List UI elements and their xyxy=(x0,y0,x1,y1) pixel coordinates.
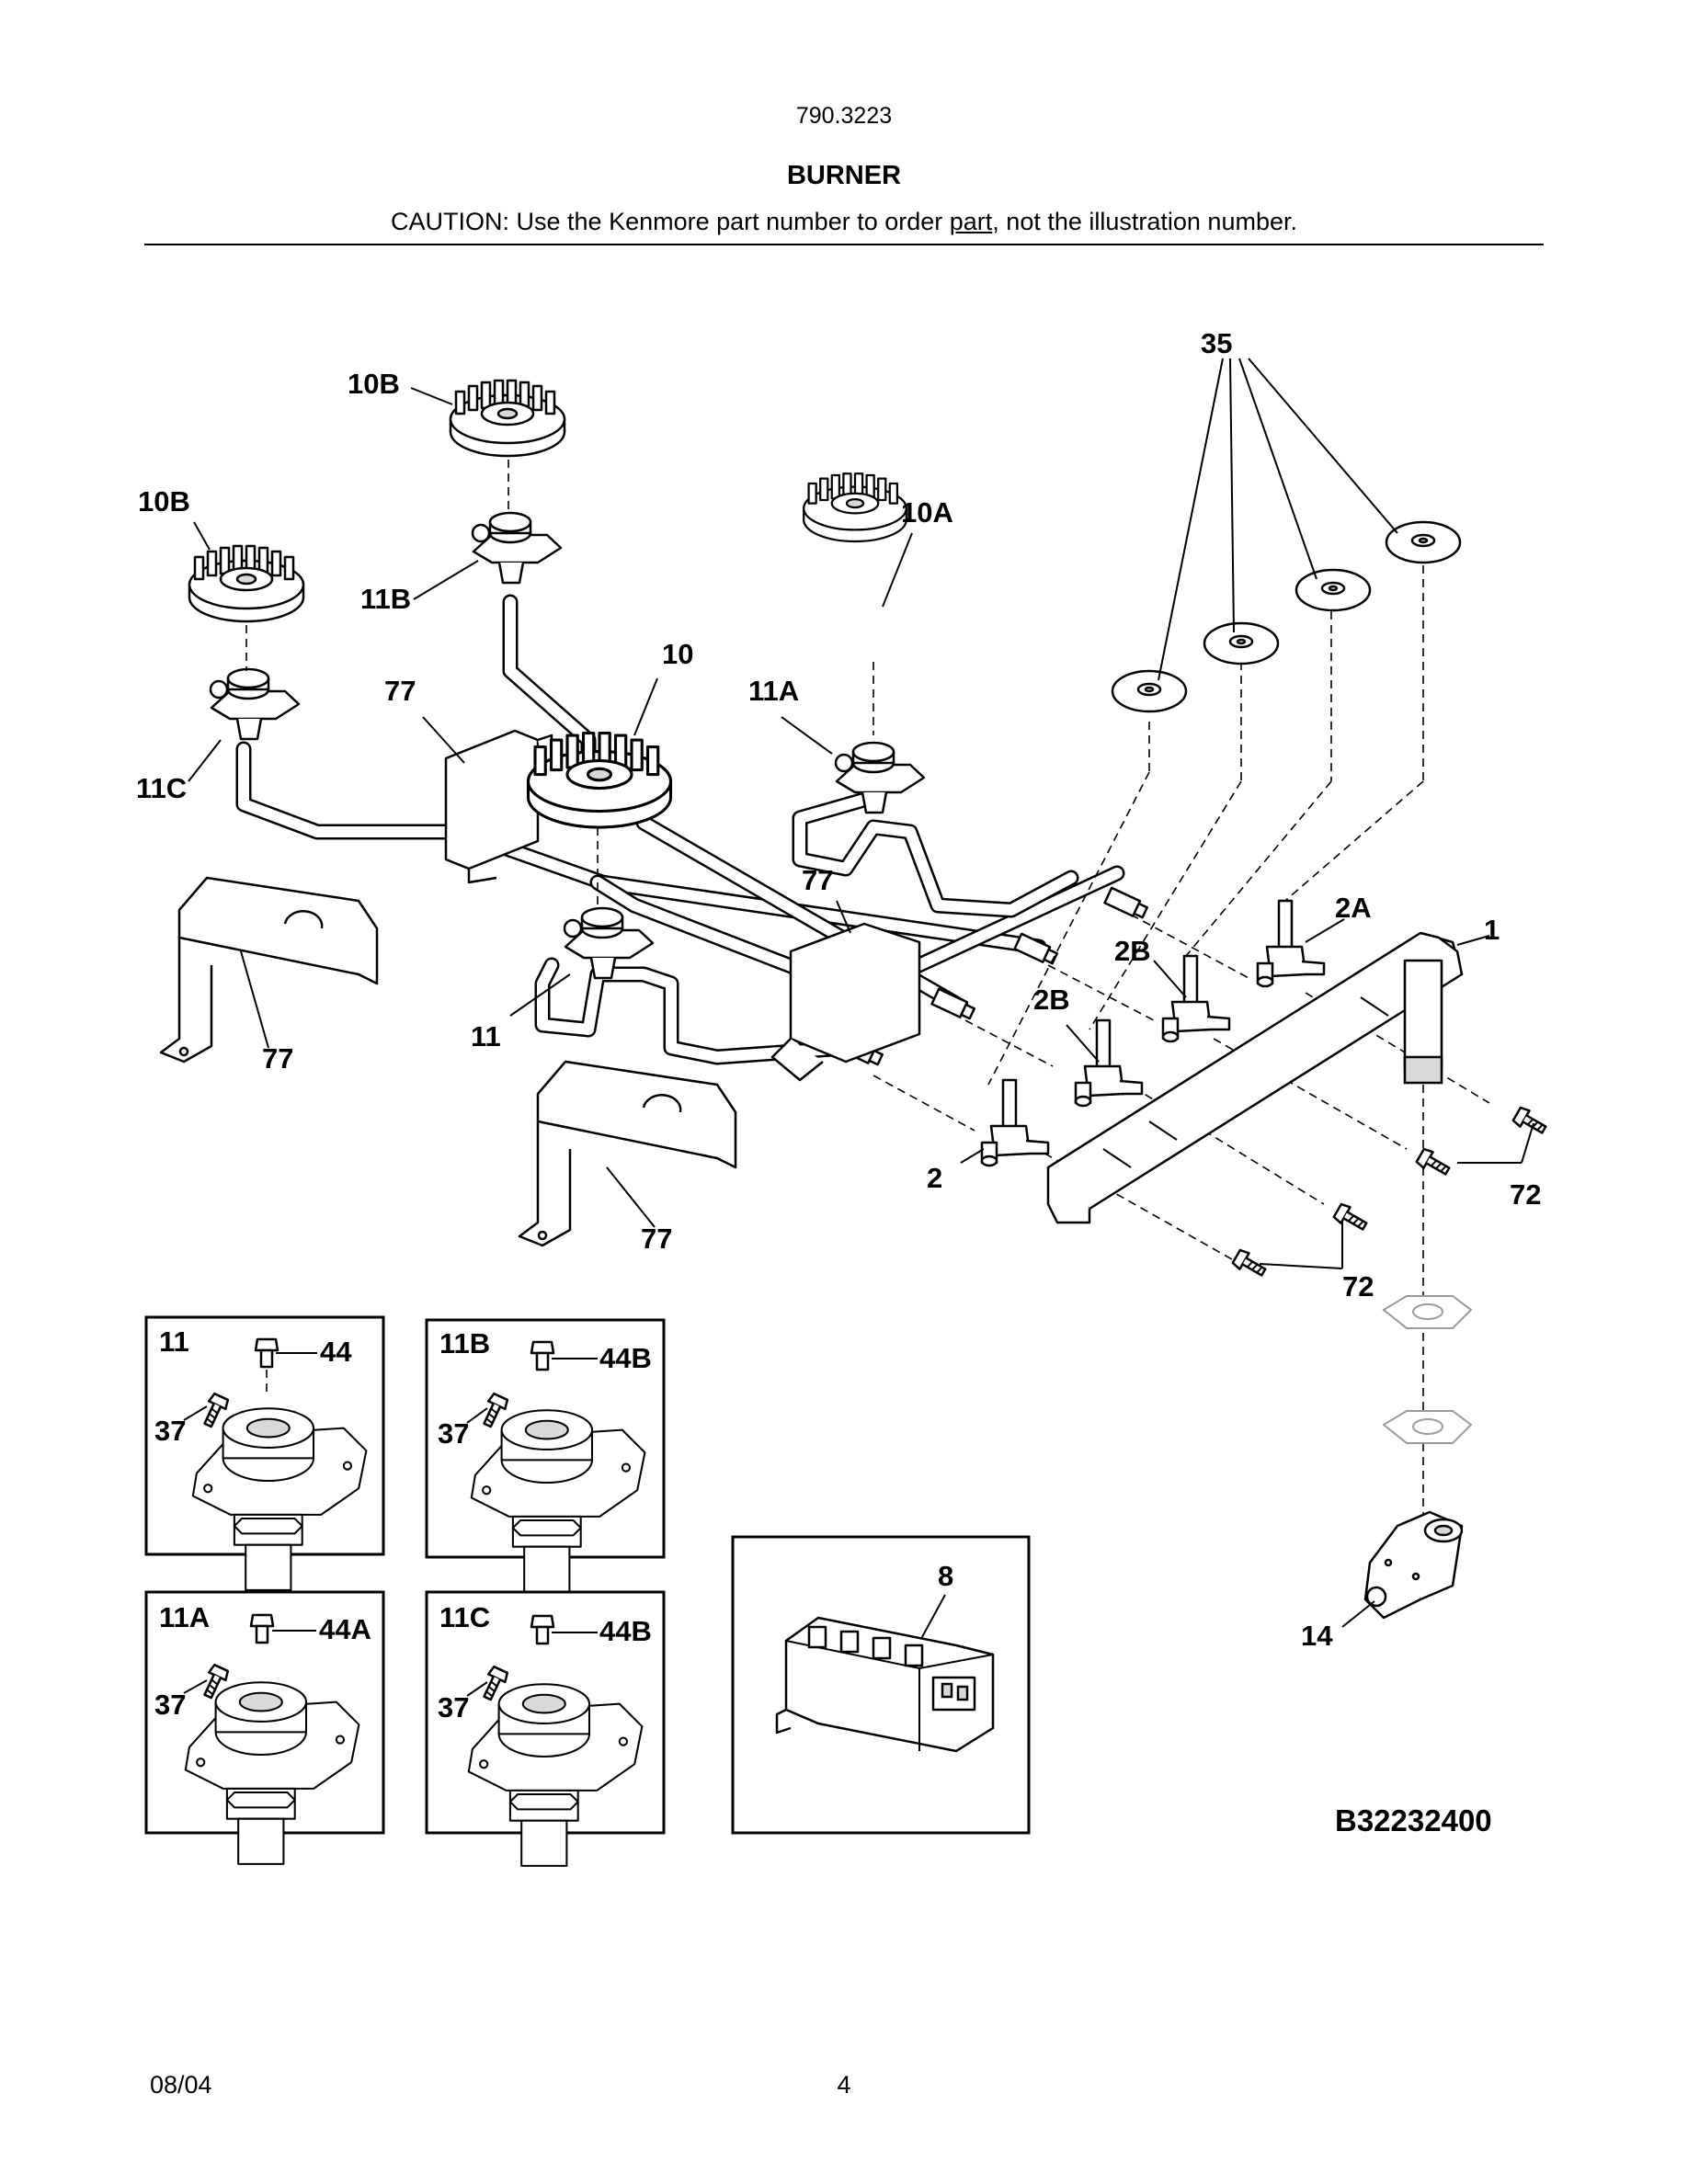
callout-11b: 11B xyxy=(360,583,411,615)
callout-11: 11 xyxy=(471,1020,501,1052)
callout-10b-left: 10B xyxy=(138,485,190,518)
screw-72-c xyxy=(1331,1201,1371,1235)
callout-72-bottom: 72 xyxy=(1342,1270,1374,1302)
callout-8: 8 xyxy=(938,1560,953,1592)
callout-35: 35 xyxy=(1201,327,1232,359)
model-number: 790.3223 xyxy=(795,103,893,129)
valve-2 xyxy=(980,1078,1050,1167)
detail-box-11a: 11A 44A 37 xyxy=(144,1590,385,1865)
burner-base-11b xyxy=(471,511,563,585)
spark-module xyxy=(775,1616,995,1753)
detail-11a-orifice-label: 44A xyxy=(319,1613,371,1645)
detail-11b-label: 11B xyxy=(439,1327,490,1359)
valve-2b-right xyxy=(1161,954,1231,1043)
detail-11c-screw-label: 37 xyxy=(438,1691,469,1723)
detail-11-label: 11 xyxy=(159,1325,189,1358)
detail-11b-screw-label: 37 xyxy=(438,1417,469,1450)
caution-underlined-word: part xyxy=(949,208,993,235)
callout-1: 1 xyxy=(1484,914,1500,946)
callout-2b-right: 2B xyxy=(1114,935,1151,967)
cap-35-c xyxy=(1295,568,1372,612)
callout-2: 2 xyxy=(927,1162,942,1194)
gasket-upper xyxy=(1382,1295,1473,1329)
callout-77-bottom: 77 xyxy=(641,1223,672,1255)
callout-72-right: 72 xyxy=(1510,1178,1541,1211)
callout-2b-left: 2B xyxy=(1033,984,1070,1016)
detail-11a-label: 11A xyxy=(159,1601,210,1633)
tube-fittings xyxy=(838,886,1148,1066)
callout-10: 10 xyxy=(662,638,693,670)
detail-box-11c: 11C 44B 37 xyxy=(425,1590,666,1867)
detail-11c-label: 11C xyxy=(439,1601,490,1633)
manifold-1 xyxy=(1046,931,1464,1224)
valve-2a xyxy=(1256,899,1326,988)
detail-box-11b: 11B 44B 37 xyxy=(425,1318,666,1593)
burner-head-10b-top xyxy=(449,379,566,458)
cap-35-b xyxy=(1203,621,1280,665)
caution-text-end: , not the illustration number. xyxy=(992,208,1297,235)
detail-11b-orifice-label: 44B xyxy=(599,1342,652,1374)
header-rule xyxy=(144,244,1544,245)
detail-11-screw-label: 37 xyxy=(154,1415,186,1447)
screw-72-b xyxy=(1414,1146,1454,1180)
footer-date: 08/04 xyxy=(150,2071,212,2099)
detail-11a-screw-label: 37 xyxy=(154,1689,186,1721)
callout-77-top: 77 xyxy=(384,675,416,707)
valve-2b-left xyxy=(1074,1018,1144,1108)
bracket-77-bottom xyxy=(518,1060,737,1247)
cap-35-a xyxy=(1111,669,1188,713)
detail-11-orifice-label: 44 xyxy=(320,1336,352,1368)
diagram-code: B32232400 xyxy=(1335,1803,1492,1837)
callout-77-mid: 77 xyxy=(802,864,833,896)
leader-lines xyxy=(188,358,1534,1628)
pressure-regulator-14 xyxy=(1363,1510,1464,1620)
bracket-77-left xyxy=(159,876,379,1064)
cap-35-d xyxy=(1385,520,1462,564)
bracket-77-mid xyxy=(770,922,921,1082)
detail-11c-orifice-label: 44B xyxy=(599,1615,652,1647)
caution-text: CAUTION: Use the Kenmore part number to … xyxy=(391,208,950,235)
burner-head-10a xyxy=(803,472,907,543)
gas-tubes xyxy=(235,594,1125,1065)
page-number: 4 xyxy=(837,2071,851,2099)
page-title: BURNER xyxy=(786,161,902,190)
callout-2a: 2A xyxy=(1335,892,1372,924)
burner-head-10b-left xyxy=(188,544,305,623)
detail-box-11: 11 44 37 xyxy=(144,1315,385,1591)
detail-box-igniter-8: 8 xyxy=(731,1535,1031,1835)
callout-14: 14 xyxy=(1301,1620,1333,1652)
callout-77-left: 77 xyxy=(262,1042,293,1075)
caution-note: CAUTION: Use the Kenmore part number to … xyxy=(0,208,1688,236)
callout-10a: 10A xyxy=(901,496,953,529)
callout-11c: 11C xyxy=(136,772,187,804)
burner-base-11c xyxy=(209,667,301,741)
callout-11a: 11A xyxy=(748,675,799,707)
gasket-lower xyxy=(1382,1410,1473,1444)
callout-10b-top: 10B xyxy=(348,368,400,400)
